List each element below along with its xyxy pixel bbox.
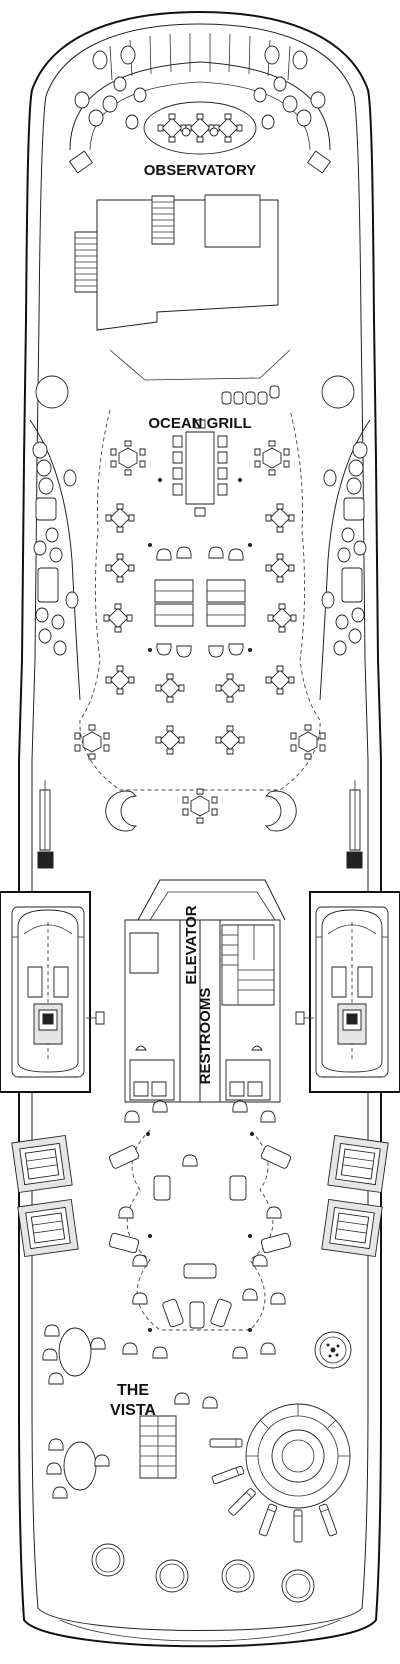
davit-starboard bbox=[347, 780, 362, 868]
starboard-lounge-seating bbox=[322, 442, 367, 655]
elevator-car bbox=[130, 933, 158, 973]
whirlpool-deck bbox=[209, 1404, 350, 1543]
bar-stools bbox=[222, 386, 279, 404]
grill-dots bbox=[149, 479, 252, 652]
observatory-center-seats bbox=[157, 113, 243, 143]
vista-port-pods bbox=[42, 1324, 110, 1499]
long-table bbox=[173, 420, 227, 516]
vista-dots bbox=[147, 1133, 254, 1332]
vista-lounge-seating bbox=[108, 1100, 291, 1409]
restroom-fixtures bbox=[130, 1046, 270, 1100]
grill-round-booths bbox=[106, 791, 296, 831]
stairs-forward bbox=[152, 196, 174, 244]
davit-port bbox=[38, 780, 53, 868]
label-observatory: OBSERVATORY bbox=[144, 162, 257, 179]
label-vista-line1: THE bbox=[117, 1382, 149, 1399]
port-round-table bbox=[36, 376, 68, 408]
label-ocean-grill: OCEAN GRILL bbox=[148, 415, 251, 432]
service-area bbox=[97, 200, 278, 330]
stairs-port bbox=[75, 232, 97, 292]
ship-hull bbox=[19, 12, 381, 1646]
vista-walkway bbox=[127, 1130, 273, 1330]
observatory-seating bbox=[75, 46, 325, 129]
port-tender-boat bbox=[11, 906, 85, 1078]
label-restrooms: RESTROOMS bbox=[197, 988, 214, 1085]
port-lounge-seating bbox=[33, 442, 78, 655]
starboard-tender-boat bbox=[315, 906, 389, 1078]
starboard-round-table bbox=[322, 376, 354, 408]
stairs-core bbox=[222, 925, 274, 1005]
aft-round-tables bbox=[92, 1544, 314, 1602]
label-vista-line2: VISTA bbox=[110, 1402, 156, 1419]
stairs-aft bbox=[140, 1416, 176, 1478]
grill-banquettes bbox=[155, 546, 245, 658]
label-elevator: ELEVATOR bbox=[183, 905, 200, 984]
hot-tub bbox=[315, 1332, 351, 1368]
